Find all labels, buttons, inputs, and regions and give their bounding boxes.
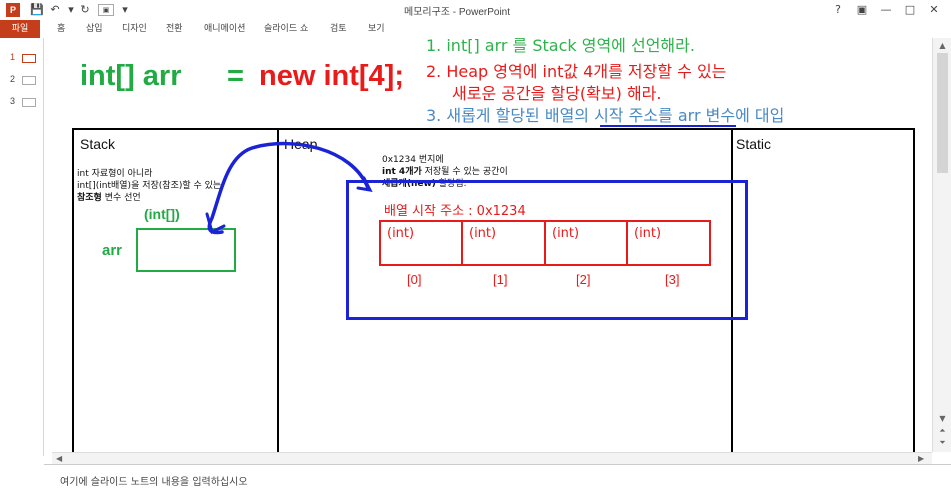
ink-annotations	[205, 125, 736, 235]
previous-slide-icon[interactable]: ⏶	[939, 426, 946, 435]
stack-note-line: int 자료형이 아니라	[77, 169, 153, 179]
code-declaration: int[] arr	[80, 60, 182, 92]
thumbnail-number: 1	[10, 52, 16, 62]
heap-note-line: 0x1234 번지에	[382, 155, 444, 165]
powerpoint-logo-icon: P	[6, 3, 20, 17]
notes-placeholder[interactable]: 여기에 슬라이드 노트의 내용을 입력하십시오	[60, 477, 248, 488]
tab-home[interactable]: 홈	[57, 24, 66, 34]
array-cells: (int) (int) (int) (int)	[379, 220, 713, 266]
code-equals: =	[227, 60, 244, 92]
customize-qat-icon[interactable]: ▾	[122, 3, 128, 16]
tab-insert[interactable]: 삽입	[86, 24, 103, 34]
heap-allocation-box	[346, 180, 748, 320]
horizontal-scrollbar[interactable]: ◀ ▶	[52, 452, 932, 464]
reference-arrow-ink	[207, 141, 370, 235]
tab-review[interactable]: 검토	[330, 24, 347, 34]
column-divider	[731, 130, 733, 460]
column-divider	[277, 130, 279, 460]
arr-variable-box	[136, 228, 236, 272]
step-2-text: 2. Heap 영역에 int값 4개를 저장할 수 있는	[426, 62, 727, 81]
array-index: [1]	[493, 272, 508, 287]
notes-pane[interactable]: 여기에 슬라이드 노트의 내용을 입력하십시오	[44, 464, 951, 495]
window-title: 메모리구조 - PowerPoint	[404, 7, 511, 18]
thumbnail-number: 3	[10, 96, 16, 106]
vertical-scrollbar[interactable]: ▲ ▼ ⏶ ⏷	[932, 38, 951, 452]
tab-animations[interactable]: 애니메이션	[204, 24, 246, 34]
array-cell: (int)	[626, 220, 711, 266]
reference-type-term: 참조형	[77, 193, 102, 203]
undo-dropdown-icon[interactable]: ▾	[68, 3, 74, 16]
cell-type-label: (int)	[387, 226, 415, 241]
stack-type-label: (int[])	[144, 206, 180, 222]
ribbon-display-icon[interactable]: ▣	[856, 3, 868, 16]
ribbon-tabs: 파일 홈 삽입 디자인 전환 애니메이션 슬라이드 쇼 검토 보기	[0, 20, 951, 38]
title-bar: P 💾 ↶ ▾ ↻ ▣ ▾ 메모리구조 - PowerPoint ? ▣ — □…	[0, 0, 951, 20]
maximize-button[interactable]: □	[904, 3, 916, 16]
cell-type-label: (int)	[552, 226, 580, 241]
heap-note-bold: int 4개가	[382, 167, 422, 177]
save-icon[interactable]: 💾	[30, 3, 44, 16]
slide-thumbnail-1[interactable]	[22, 54, 36, 63]
cell-type-label: (int)	[634, 226, 662, 241]
scroll-left-icon[interactable]: ◀	[56, 454, 63, 463]
arr-variable-label: arr	[102, 242, 123, 259]
tab-design[interactable]: 디자인	[122, 24, 147, 34]
arrow-tail-ink	[205, 212, 226, 235]
tab-file[interactable]: 파일	[0, 20, 40, 38]
stack-note-line: 참조형 변수 선언	[77, 192, 141, 204]
step-3-text: 3. 새롭게 할당된 배열의 시작 주소를 arr 변수에 대입	[426, 106, 785, 125]
thumbnail-number: 2	[10, 74, 16, 84]
cell-type-label: (int)	[469, 226, 497, 241]
heap-note-bold: 새롭게(new)	[382, 179, 436, 189]
minimize-button[interactable]: —	[880, 3, 892, 16]
help-button[interactable]: ?	[835, 3, 841, 16]
slide-thumbnail-3[interactable]	[22, 98, 36, 107]
slide-thumbnail-pane: 1 2 3	[0, 38, 44, 456]
scrollbar-thumb[interactable]	[937, 53, 948, 173]
heap-note-line: int 4개가 저장될 수 있는 공간이	[382, 166, 508, 178]
heap-note-line: 새롭게(new) 할당됨.	[382, 178, 466, 190]
redo-icon[interactable]: ↻	[80, 3, 90, 16]
slide-thumbnail-2[interactable]	[22, 76, 36, 85]
static-column-title: Static	[736, 136, 772, 152]
code-new-array: new int[4];	[259, 60, 404, 92]
arrow-head-ink	[356, 176, 373, 192]
stack-column-title: Stack	[80, 136, 116, 152]
heap-note-rest: 저장될 수 있는 공간이	[421, 167, 508, 177]
stack-note-line: int[](int배열)을 저장(참조)할 수 있는	[77, 181, 222, 191]
scroll-down-icon[interactable]: ▼	[939, 414, 946, 423]
array-index: [2]	[576, 272, 591, 287]
tab-slideshow[interactable]: 슬라이드 쇼	[264, 24, 309, 34]
undo-icon[interactable]: ↶	[50, 3, 60, 16]
stack-note-rest: 변수 선언	[101, 193, 141, 203]
array-index: [0]	[407, 272, 422, 287]
next-slide-icon[interactable]: ⏷	[939, 438, 946, 447]
heap-note-rest: 할당됨.	[435, 179, 467, 189]
scroll-right-icon[interactable]: ▶	[918, 454, 925, 463]
slide-canvas[interactable]: int[] arr = new int[4]; 1. int[] arr 를 S…	[52, 36, 932, 460]
close-button[interactable]: ✕	[929, 3, 939, 16]
array-index: [3]	[665, 272, 680, 287]
memory-table: Stack Heap Static int 자료형이 아니라 int[](int…	[72, 128, 915, 460]
tab-view[interactable]: 보기	[368, 24, 385, 34]
scroll-up-icon[interactable]: ▲	[939, 41, 946, 50]
step-2-text-cont: 새로운 공간을 할당(확보) 해라.	[452, 84, 662, 103]
array-start-address: 배열 시작 주소 : 0x1234	[384, 204, 526, 219]
present-icon[interactable]: ▣	[98, 4, 114, 16]
tab-transitions[interactable]: 전환	[166, 24, 183, 34]
